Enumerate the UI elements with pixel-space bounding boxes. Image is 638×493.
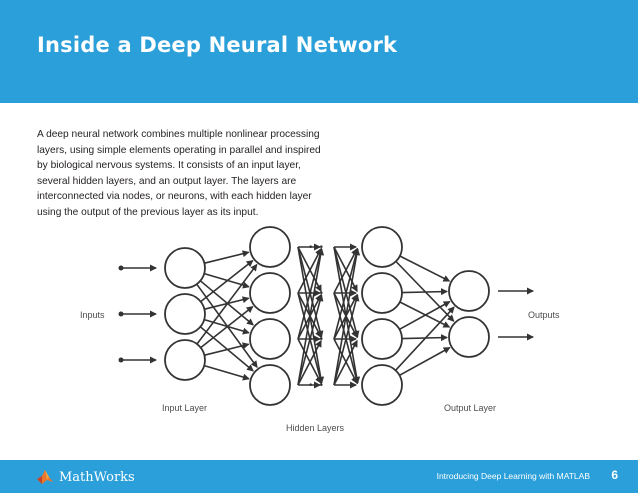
neural-network-diagram: •••••••••••• Inputs Outputs Input Layer … <box>80 226 560 433</box>
hidden-connection-arrow <box>333 247 361 386</box>
connection-arrow <box>399 301 451 328</box>
connection-arrow <box>399 300 451 331</box>
hidden-connection-arrow <box>333 293 360 386</box>
ellipsis-dots: ••• <box>308 243 324 253</box>
input-layer-label: Input Layer <box>162 403 207 413</box>
outputs-label: Outputs <box>528 310 560 320</box>
hidden-connection-arrow <box>333 247 360 340</box>
hidden-connection-arrow <box>297 246 322 293</box>
ellipsis-dots: ••• <box>308 335 324 345</box>
connection-arrow <box>199 326 254 372</box>
connection-arrow <box>196 263 258 345</box>
hidden-layers-label: Hidden Layers <box>286 423 345 433</box>
hidden-connection-arrow <box>297 247 325 386</box>
hidden-connection-arrow <box>333 246 358 293</box>
intro-paragraph: A deep neural network combines multiple … <box>37 129 321 218</box>
hidden-node <box>249 318 291 360</box>
hidden-connection-arrow <box>297 338 322 385</box>
hidden-connection-arrow <box>333 247 358 294</box>
hidden-connection-arrow <box>297 293 324 386</box>
connection-arrow <box>203 364 250 381</box>
header-banner: Inside a Deep Neural Network <box>0 0 638 103</box>
page-title: Inside a Deep Neural Network <box>37 33 398 57</box>
connection-arrow <box>399 255 451 282</box>
hidden-node <box>249 226 291 268</box>
output-node <box>448 270 490 312</box>
hidden-node <box>361 364 403 406</box>
input-node <box>164 339 206 381</box>
hidden-connection-arrow <box>333 338 358 385</box>
hidden-connection-arrow <box>297 247 324 340</box>
connection-arrow <box>199 280 254 326</box>
ellipsis-dots: ••• <box>308 289 324 299</box>
input-node <box>164 247 206 289</box>
connection-arrow <box>204 342 250 356</box>
inputs-label: Inputs <box>80 310 105 320</box>
hidden-node <box>361 318 403 360</box>
input-node <box>164 293 206 335</box>
connection-arrow <box>203 318 250 335</box>
logo-text: MathWorks <box>59 469 135 485</box>
mathworks-logo: MathWorks <box>36 468 135 486</box>
neurons <box>164 226 490 406</box>
ellipsis-group: ••• ••• ••• ••• <box>308 243 324 391</box>
hidden-connection-arrow <box>297 247 322 294</box>
ellipsis-dots: ••• <box>308 381 324 391</box>
hidden-node <box>361 272 403 314</box>
connection-arrow <box>394 306 455 371</box>
connection-arrow <box>401 288 449 296</box>
hidden-node <box>361 226 403 268</box>
output-layer-label: Output Layer <box>444 403 496 413</box>
connection-arrow <box>204 250 250 264</box>
hidden-connection-arrow <box>333 339 358 386</box>
hidden-connection-arrow <box>297 339 322 386</box>
connection-arrow <box>200 305 254 349</box>
page-number: 6 <box>611 468 618 482</box>
connection-arrow <box>399 346 451 377</box>
footer-band: MathWorks Introducing Deep Learning with… <box>0 460 638 493</box>
hidden-node <box>249 272 291 314</box>
output-node <box>448 316 490 358</box>
hidden-node <box>249 364 291 406</box>
connection-arrow <box>200 259 254 303</box>
connections <box>118 243 534 389</box>
matlab-membrane-icon <box>37 470 53 484</box>
doc-title: Introducing Deep Learning with MATLAB <box>436 471 590 481</box>
